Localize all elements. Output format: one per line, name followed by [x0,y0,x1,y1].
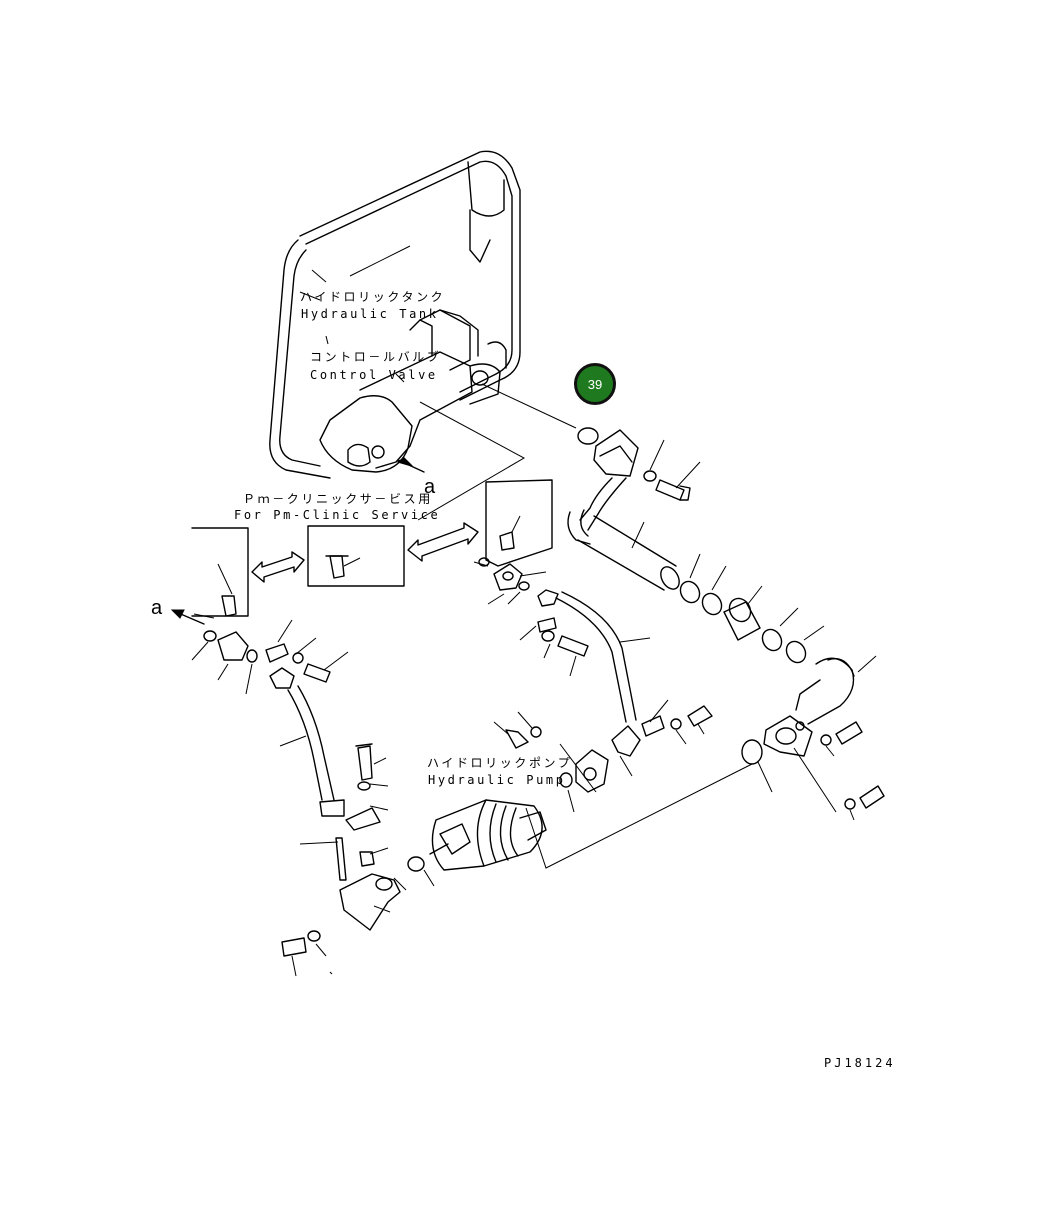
middle-bolts [519,617,589,677]
hydraulic-tank-label-en: Hydraulic Tank [301,307,439,321]
bolt [655,479,691,501]
control-valve-label-en: Control Valve [310,368,438,382]
pm-clinic-label-en: For Pm-Clinic Service [234,508,441,522]
o-ring [559,772,573,788]
leader-valve-to-panel [417,401,526,521]
o-ring-39 [577,427,599,445]
hydraulic-pump [429,763,753,871]
o-ring [407,856,425,872]
coupling [493,711,609,793]
drawing-code: PJ18124 [824,1056,896,1070]
control-valve [319,309,507,473]
hydraulic-pump-label-jp: ハイドロリックポンプ [427,756,573,770]
bolt [835,721,863,745]
callout-number: 39 [587,376,603,392]
view-a-marker-left: a [151,597,163,619]
washer [844,798,856,810]
left-bolts [355,743,389,811]
pm-fittings [473,557,547,605]
pressure-hose-middle [537,589,713,777]
hydraulic-tank [269,150,521,479]
suction-elbow [567,429,680,591]
pm-clinic-label-jp: Ｐｍ－クリニックサ－ビス用 [243,492,433,506]
o-ring [741,739,763,765]
bolt [859,785,885,809]
leader-tank [325,335,329,345]
control-valve-label-jp: コントロ－ルバルブ [310,350,442,364]
hydraulic-tank-label-jp: ハイドロリックタンク [300,290,446,304]
hydraulic-pump-label-en: Hydraulic Pump [428,773,566,787]
pm-clinic-panels [170,479,553,625]
washer [820,734,832,746]
leader-to-callout-39 [481,383,577,429]
leader-valve [395,373,405,383]
callout-39-button[interactable]: 39 [574,363,616,405]
view-a-marker-top: a [424,476,436,498]
washer [643,470,657,482]
pump-flange [281,837,407,977]
pump-elbow [763,655,877,757]
pressure-hose-left [191,619,381,831]
hose-clamps [679,553,825,664]
